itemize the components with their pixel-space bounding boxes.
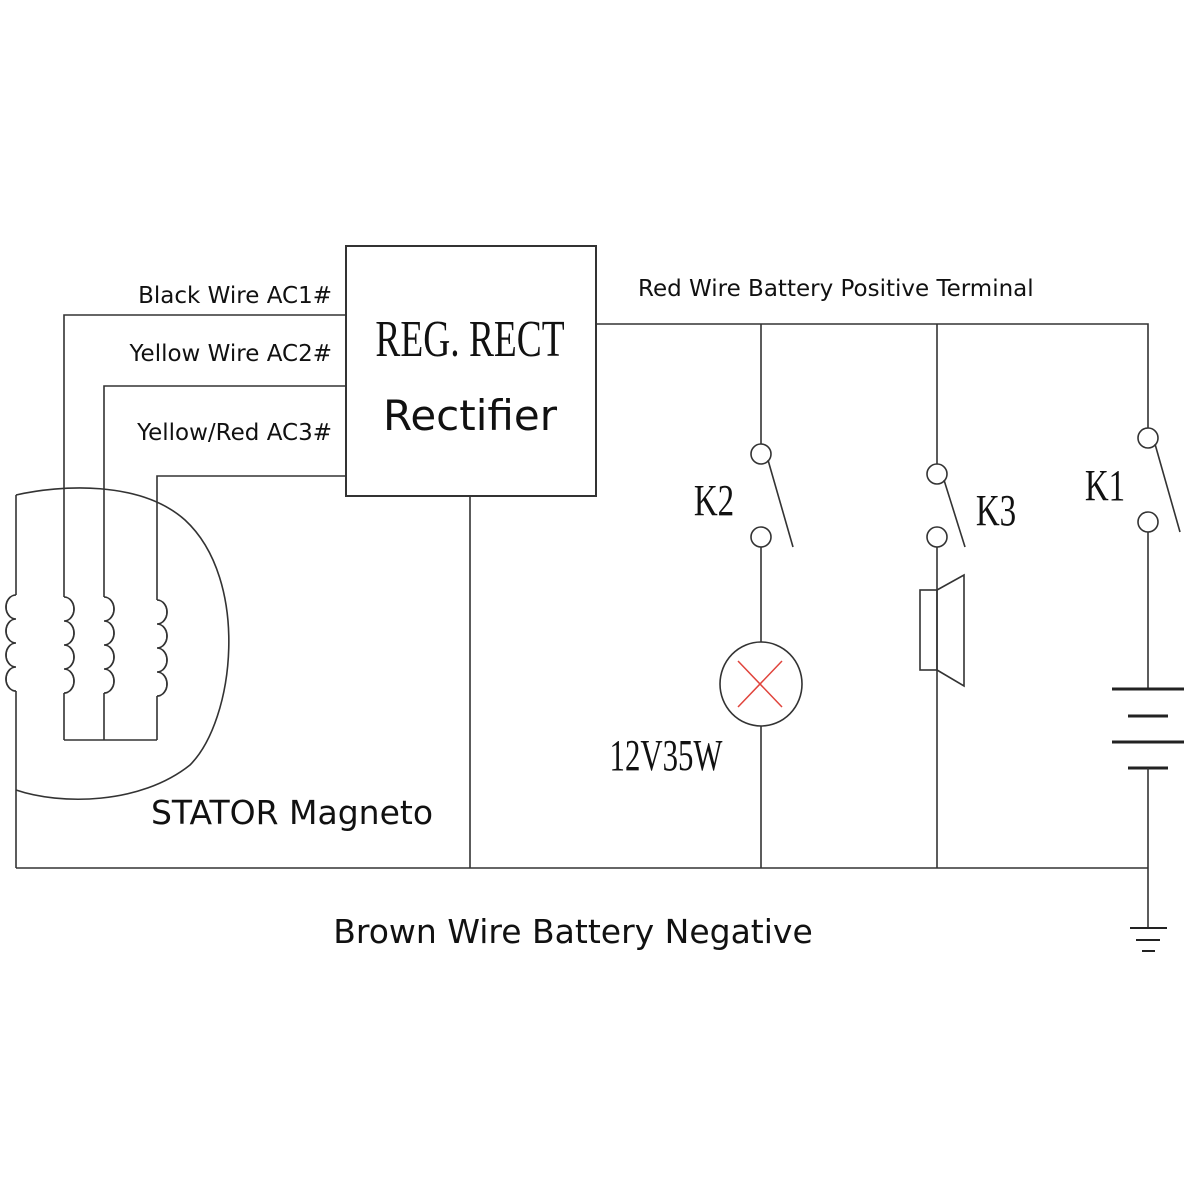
k2-contact-bottom [750, 526, 772, 548]
k2-label: K2 [694, 477, 734, 526]
lamp-rating-label: 12V35W [610, 732, 723, 781]
brown-wire-label: Brown Wire Battery Negative [333, 912, 813, 951]
stator-label: STATOR Magneto [151, 793, 433, 832]
yellow-red-wire-ac3 [156, 475, 346, 740]
stator-outline [15, 487, 230, 800]
horn-icon-bell [936, 573, 965, 688]
k1-switch-blade [1154, 443, 1181, 533]
k2-contact-top [750, 443, 772, 465]
rectifier-label: Rectifier [383, 391, 558, 440]
yellow-red-wire-label: Yellow/Red AC3# [136, 420, 332, 446]
red-wire-label: Red Wire Battery Positive Terminal [638, 276, 1034, 302]
k3-contact-top [926, 463, 948, 485]
k1-label: K1 [1085, 462, 1125, 511]
k3-switch-blade [943, 479, 966, 548]
ground-icon [1130, 927, 1167, 952]
red-wire-positive-bus [596, 323, 1149, 428]
k2-switch-blade [767, 459, 794, 548]
k3-contact-bottom [926, 526, 948, 548]
coil-ac3-redraw [156, 599, 168, 697]
horn-icon-body [919, 589, 938, 671]
coil-ac1-redraw [63, 596, 75, 694]
lamp-cross-2 [737, 660, 783, 708]
rectifier-box [345, 245, 597, 497]
black-wire-label: Black Wire AC1# [138, 283, 332, 309]
coil-left-redraw [5, 594, 17, 692]
k1-contact-top [1137, 427, 1159, 449]
battery-icon [1112, 687, 1184, 770]
reg-rect-label: REG. RECT [375, 310, 564, 367]
yellow-wire-label: Yellow Wire AC2# [129, 341, 332, 367]
k1-contact-bottom [1137, 511, 1159, 533]
coil-ac2-redraw [103, 596, 115, 694]
k3-label: K3 [976, 487, 1016, 536]
